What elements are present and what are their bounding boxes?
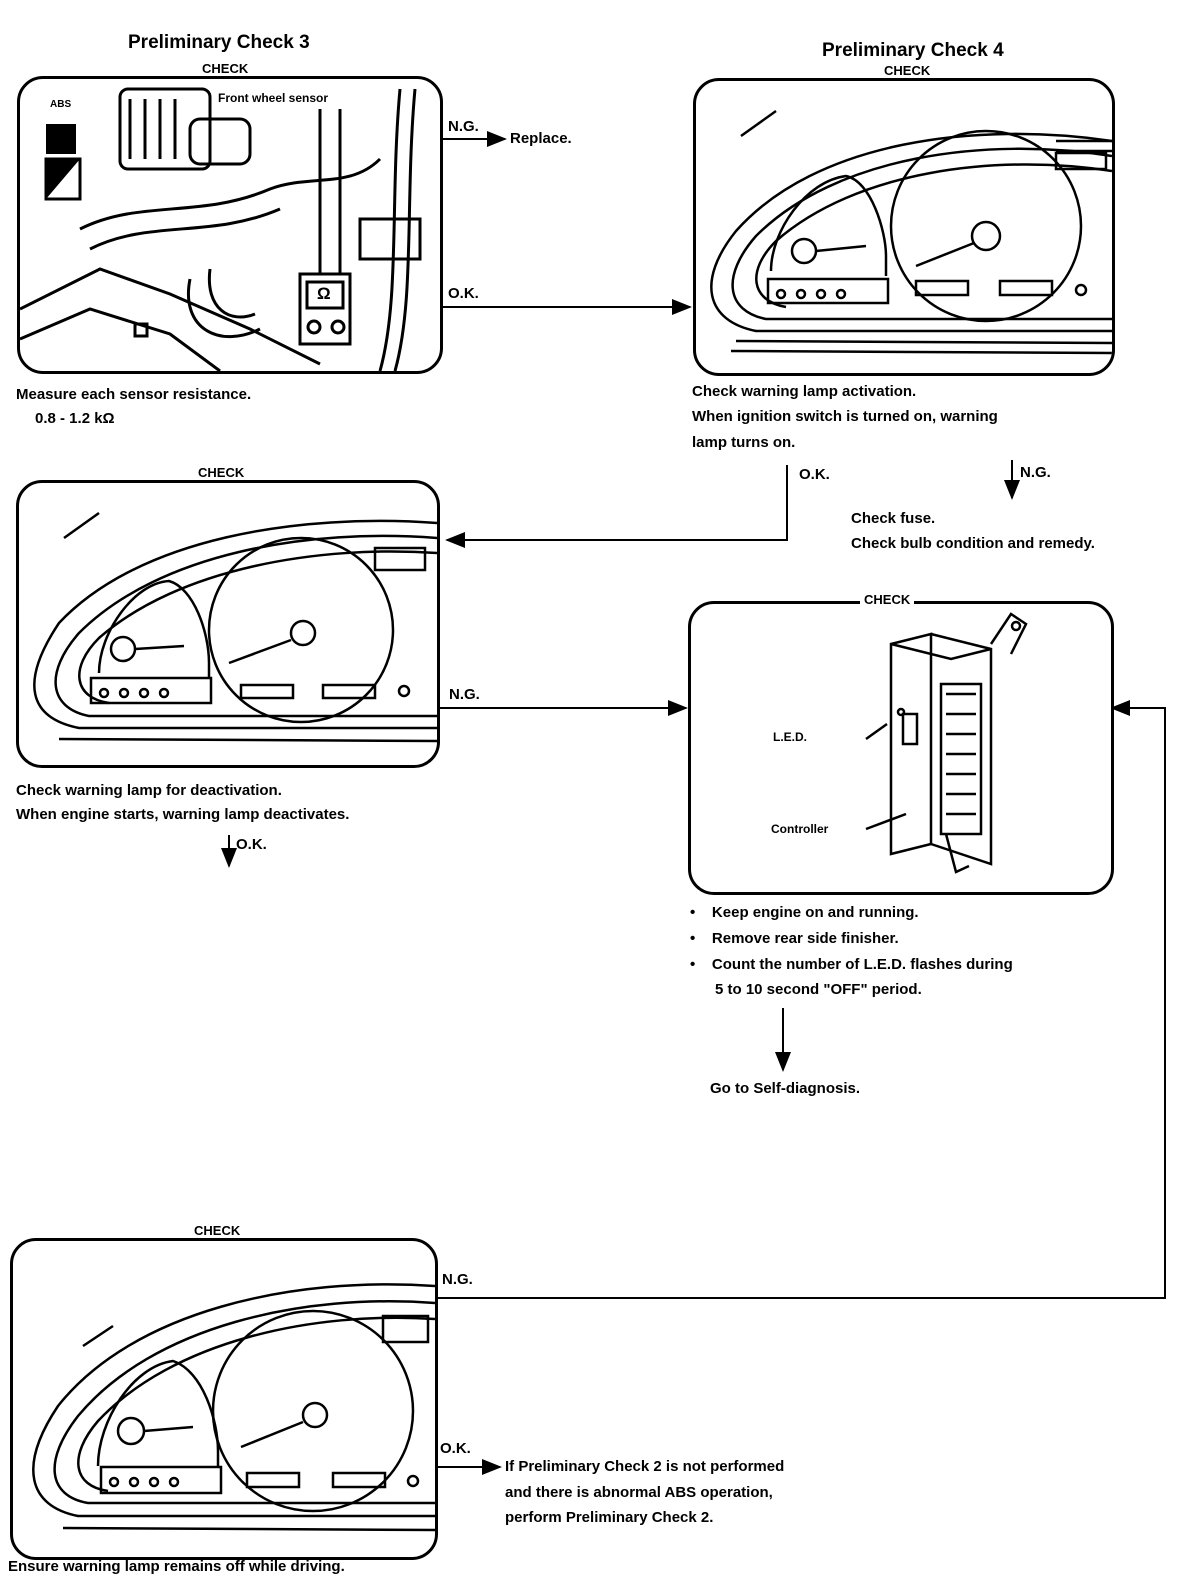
controller-drawing xyxy=(865,612,1028,874)
cluster-drawing-1 xyxy=(710,109,1112,355)
cluster-drawing-3 xyxy=(32,1283,435,1532)
check3-ok-label: O.K. xyxy=(448,285,479,302)
controller-illustration: L.E.D. Controller xyxy=(688,601,1114,895)
check4-ng-label: N.G. xyxy=(1020,464,1051,481)
bullet-text-1: Keep engine on and running. xyxy=(711,904,919,921)
ng-arrow-return-controller xyxy=(437,700,1166,1299)
controller-bullet-2: • Remove rear side finisher. xyxy=(690,930,899,947)
controller-bullet-3-cont: 5 to 10 second "OFF" period. xyxy=(715,981,922,998)
check4-illustration xyxy=(693,78,1115,376)
driving-check-label: CHECK xyxy=(190,1223,245,1239)
check4-ng-action-1: Check fuse. xyxy=(851,510,936,527)
deactivation-check-label: CHECK xyxy=(194,465,249,481)
check4-caption-3: lamp turns on. xyxy=(692,434,796,451)
deactivation-illustration xyxy=(16,480,440,768)
check3-caption-1: Measure each sensor resistance. xyxy=(16,386,252,403)
deactivation-ok-label: O.K. xyxy=(236,836,267,853)
check3-ng-action: Replace. xyxy=(510,130,572,147)
deactivation-caption-2: When engine starts, warning lamp deactiv… xyxy=(16,806,350,823)
check3-check-label: CHECK xyxy=(198,61,253,77)
driving-ok-label: O.K. xyxy=(440,1440,471,1457)
controller-check-label: CHECK xyxy=(860,592,915,608)
driving-ng-label: N.G. xyxy=(442,1271,473,1288)
check4-ok-label: O.K. xyxy=(799,466,830,483)
controller-bullet-1: • Keep engine on and running. xyxy=(690,904,919,921)
check4-caption-1: Check warning lamp activation. xyxy=(692,383,917,400)
check4-title: Preliminary Check 4 xyxy=(822,40,1004,61)
front-wheel-sensor-label: Front wheel sensor xyxy=(215,91,332,106)
led-label: L.E.D. xyxy=(773,730,808,744)
ok-arrow-deactivation xyxy=(445,465,788,548)
sensor-drawing: ABS xyxy=(20,87,422,371)
check3-caption-2: 0.8 - 1.2 kΩ xyxy=(35,410,115,427)
deactivation-ng-label: N.G. xyxy=(449,686,480,703)
controller-label: Controller xyxy=(771,822,829,836)
check4-check-label: CHECK xyxy=(880,63,935,79)
svg-text:ABS: ABS xyxy=(50,99,71,110)
driving-ok-action-2: and there is abnormal ABS operation, xyxy=(505,1484,773,1501)
cluster-drawing-2 xyxy=(33,511,437,743)
goto-self-diagnosis: Go to Self-diagnosis. xyxy=(710,1080,861,1097)
driving-ok-action-1: If Preliminary Check 2 is not performed xyxy=(505,1458,785,1475)
check3-ng-label: N.G. xyxy=(448,118,479,135)
check3-illustration: ABS Ω Front wheel sensor xyxy=(17,76,443,374)
check4-ng-action-2: Check bulb condition and remedy. xyxy=(851,535,1095,552)
deactivation-caption-1: Check warning lamp for deactivation. xyxy=(16,782,282,799)
driving-ok-action-3: perform Preliminary Check 2. xyxy=(505,1509,714,1526)
driving-caption: Ensure warning lamp remains off while dr… xyxy=(8,1558,345,1575)
bullet-text-2: Remove rear side finisher. xyxy=(711,930,899,947)
controller-bullet-3: • Count the number of L.E.D. flashes dur… xyxy=(690,956,1013,973)
ohm-symbol: Ω xyxy=(317,284,331,303)
bullet-text-3: Count the number of L.E.D. flashes durin… xyxy=(711,956,1013,973)
check4-caption-2: When ignition switch is turned on, warni… xyxy=(692,408,998,425)
driving-illustration xyxy=(10,1238,438,1560)
check3-title: Preliminary Check 3 xyxy=(128,32,310,53)
